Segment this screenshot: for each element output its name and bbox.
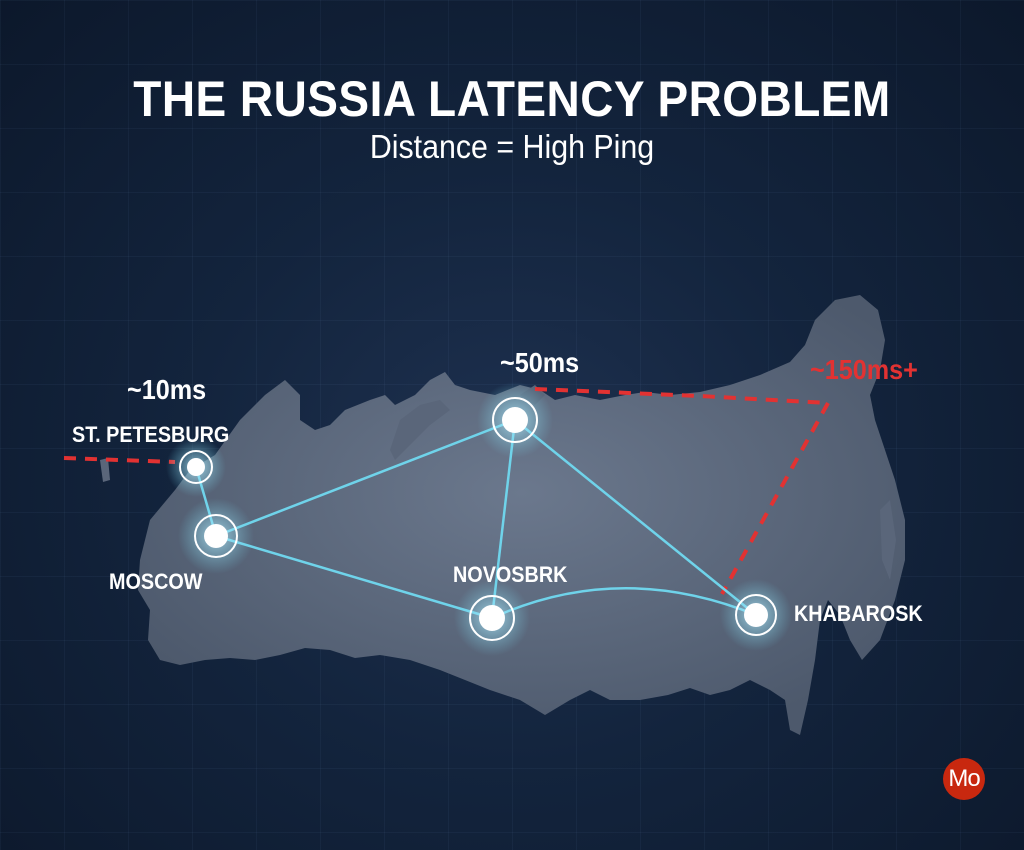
latency-label-10ms: ~10ms	[127, 374, 207, 405]
landmass	[138, 295, 905, 735]
latency-label-150ms: ~150ms+	[810, 354, 918, 385]
novaya-zemlya-island	[390, 400, 450, 460]
city-label-novosibirsk: NOVOSBRK	[453, 562, 568, 587]
node-novosibirsk	[454, 580, 530, 656]
node-moscow	[178, 498, 254, 574]
page-subtitle: Distance = High Ping	[369, 128, 655, 165]
brand-logo: Mo	[943, 758, 985, 800]
node-arctic	[477, 382, 553, 458]
latency-path-east	[720, 402, 830, 595]
latency-label-50ms: ~50ms	[500, 347, 580, 378]
sakhalin-island	[880, 500, 896, 580]
kaliningrad	[100, 458, 110, 482]
node-st-petersburg	[166, 437, 226, 497]
latency-path-west	[63, 456, 176, 464]
page-title: THE RUSSIA LATENCY PROBLEM	[133, 71, 891, 127]
city-label-st-petersburg: ST. PETESBURG	[72, 422, 230, 447]
city-label-khabarovsk: KHABAROSK	[794, 601, 923, 626]
node-khabarovsk	[720, 579, 792, 651]
high-latency-paths	[63, 387, 830, 595]
city-label-moscow: MOSCOW	[109, 569, 203, 594]
